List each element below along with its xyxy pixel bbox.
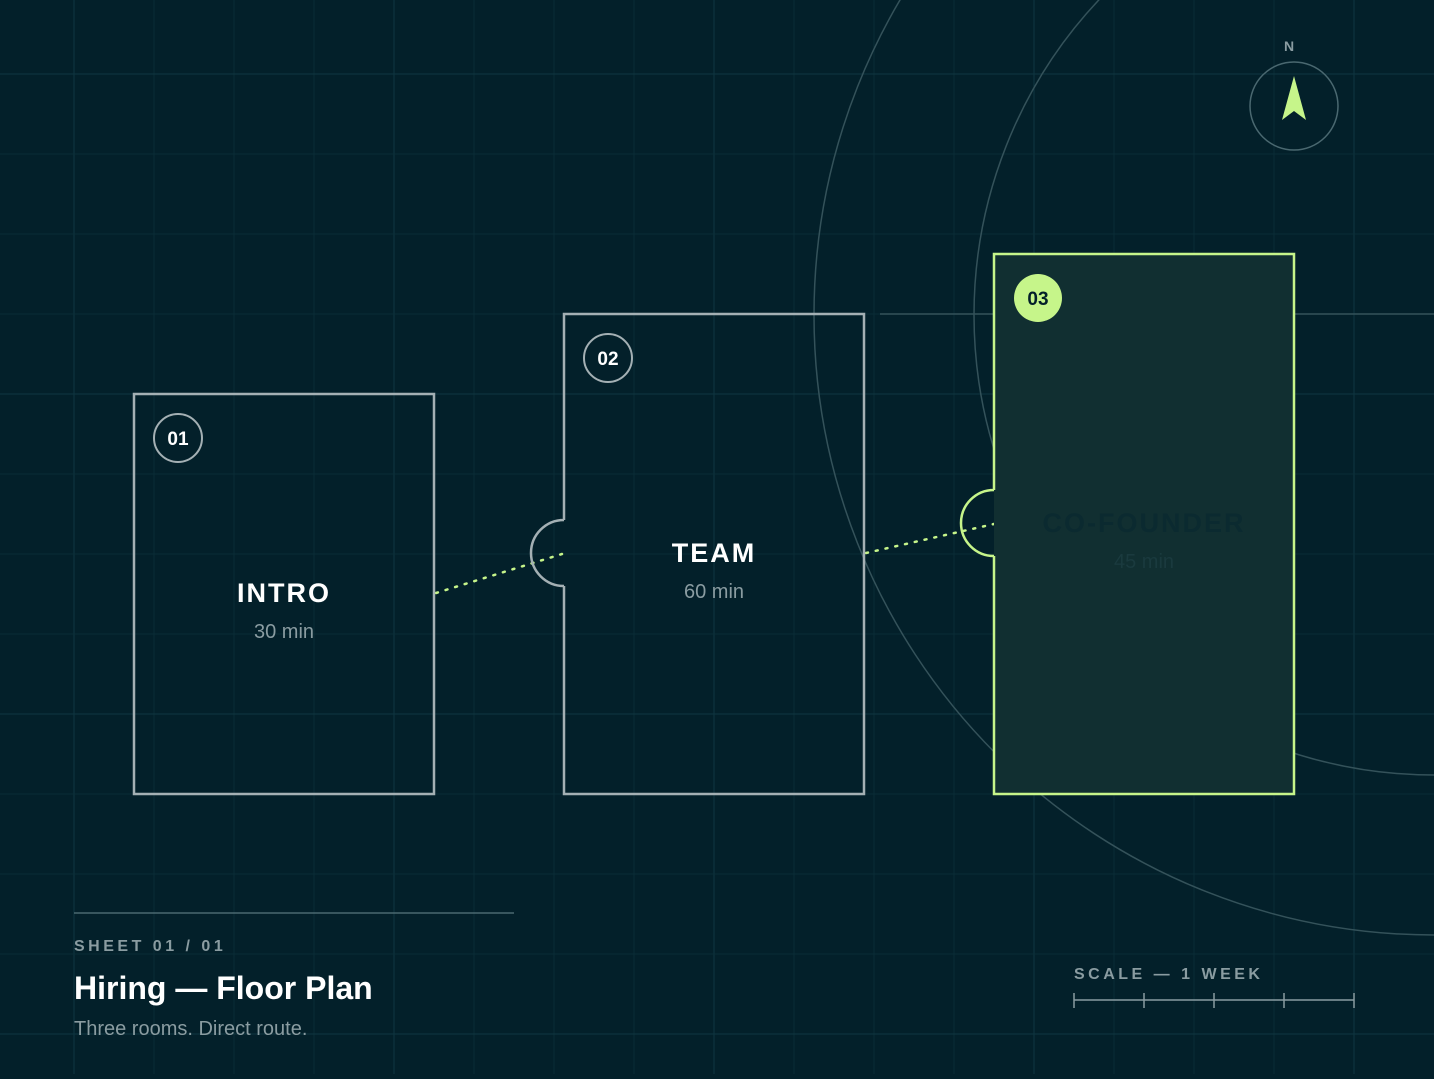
room-intro-walls — [132, 392, 436, 796]
room-name: TEAM — [672, 538, 757, 568]
north-arrow-icon — [1282, 76, 1306, 120]
scale-bar — [1073, 993, 1355, 1008]
sheet-label: SHEET 01 / 01 — [74, 938, 227, 955]
page-subtitle: Three rooms. Direct route. — [74, 1018, 308, 1040]
compass-north-label: N — [1284, 38, 1295, 54]
room-team-walls — [529, 312, 866, 796]
room-number-badge — [1014, 274, 1062, 322]
room-duration: 30 min — [254, 621, 314, 643]
route-connector-2-3 — [864, 522, 996, 555]
room-name: INTRO — [237, 578, 331, 608]
room-number: 02 — [597, 349, 618, 370]
room-number-badge — [583, 333, 633, 383]
room-co-founder-walls — [959, 252, 1296, 796]
route-connector-1-2 — [434, 552, 564, 595]
room-duration: 45 min — [1114, 551, 1174, 573]
radius-arc-inner — [973, 0, 1434, 776]
room-team[interactable]: 02 TEAM 60 min — [529, 312, 866, 796]
room-number-badge — [153, 413, 203, 463]
room-intro[interactable]: 01 INTRO 30 min — [132, 392, 436, 796]
room-number: 01 — [167, 429, 189, 450]
compass-ring — [1249, 61, 1339, 151]
compass — [1249, 61, 1339, 151]
scale-label: SCALE — 1 WEEK — [1074, 966, 1264, 983]
room-co-founder-fill — [994, 254, 1294, 794]
room-duration: 60 min — [684, 581, 744, 603]
room-name: CO-FOUNDER — [1043, 508, 1246, 538]
room-number: 03 — [1027, 289, 1048, 310]
room-co-founder[interactable]: 03 CO-FOUNDER 45 min — [959, 252, 1296, 796]
page-title: Hiring — Floor Plan — [74, 970, 373, 1006]
